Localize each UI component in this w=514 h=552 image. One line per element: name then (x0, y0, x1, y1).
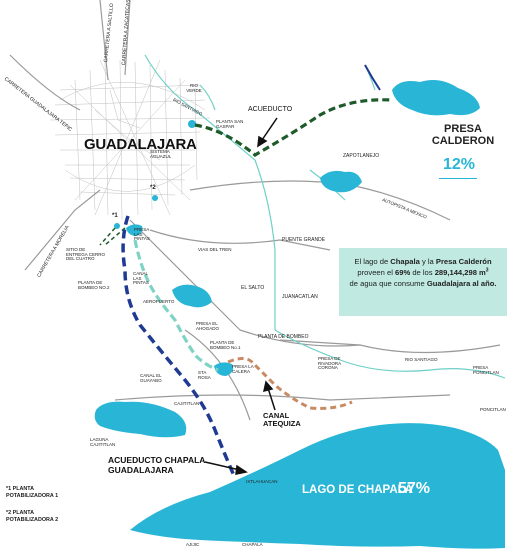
acueducto-calderon (194, 98, 393, 157)
label-puente-grande: PUENTE GRANDE (282, 237, 326, 243)
label-aeropuerto: AEROPUERTO (143, 299, 175, 304)
info-text-3: y la (419, 257, 436, 266)
presa-la-calera-lake (214, 362, 234, 376)
label-rio-verde: RIO VERDE (186, 83, 202, 93)
label-presa-calderon-pct: 12% (443, 156, 476, 173)
highways (9, 0, 501, 421)
label-el-salto: EL SALTO (241, 285, 265, 291)
label-planta-bombeo-1: PLANTA DE BOMBEO No.1 (210, 340, 241, 350)
label-lago-chapala-pct: 57% (398, 480, 431, 497)
info-text-11: Guadalajara al año. (426, 279, 497, 288)
label-canal-el-guayabo: CANAL EL GUAYABO (140, 373, 162, 383)
info-text-4: Presa Calderón (435, 257, 492, 266)
city-street-grid (49, 59, 211, 221)
laguna-cajititlan-lake (94, 401, 187, 438)
label-acueducto-chapala: ACUEDUCTO CHAPALA GUADALAJARA (108, 455, 206, 475)
info-text-8: 289,144,298 m (434, 268, 486, 277)
label-presa-poncitlan: PRESA PONCITLAN (473, 365, 499, 375)
info-text-10: de agua que consume (349, 279, 427, 288)
presa-zapotlanejo-lake (320, 170, 362, 193)
label-canal-atequiza: CANAL ATEQUIZA (263, 411, 301, 429)
canal-las-pintas (133, 239, 219, 372)
calderon-inlet (364, 64, 381, 91)
label-zapotlanejo: ZAPOTLANEJO (343, 153, 380, 159)
label-acueducto: ACUEDUCTO (248, 106, 293, 113)
presa-el-ahogado-lake (172, 284, 212, 308)
label-chapala: CHAPALA (242, 542, 263, 547)
water-bodies (94, 80, 505, 549)
label-sta-rosa: STA ROSA (198, 370, 211, 380)
label-laguna-cajititlan: LAGUNA CAJITITLAN (90, 437, 116, 447)
legend-note-1: *1 PLANTA POTABILIZADORA 1 (6, 486, 59, 500)
label-presa-la-calera: PRESA LA CALERA (232, 364, 254, 374)
presa-las-pintas-lake (126, 224, 143, 236)
label-poncitlan: PONCITLAN (480, 407, 506, 412)
label-lago-chapala: LAGO DE CHAPALA (302, 484, 413, 496)
acueducto-secondary (99, 227, 126, 246)
annotation-arrows (204, 117, 278, 475)
label-presa-las-pintas: PRESA LAS PINTAS (134, 227, 150, 241)
canal-atequiza (227, 357, 353, 410)
label-canal-las-pintas: CANAL LAS PINTAS (133, 271, 149, 285)
info-text-1: El lago de (354, 257, 391, 266)
label-planta-bombeo-2: PLANTA DE BOMBEO NO.2 (78, 280, 110, 290)
presa-calderon-lake (392, 80, 480, 116)
label-rio-santiago-south: RIO SANTIAGO (405, 357, 438, 362)
label-vias-tren: VIAS DEL TREN (198, 247, 232, 252)
legend-note-2: *2 PLANTA POTABILIZADORA 2 (6, 510, 59, 524)
label-guadalajara: GUADALAJARA (84, 136, 197, 153)
info-text-6: 69% (395, 268, 411, 277)
label-marker-2: *2 (150, 185, 156, 191)
calderon-underline (439, 178, 477, 179)
label-sitio-entrega: SITIO DE ENTREGA CERRO DEL CUATRO (66, 247, 106, 261)
lago-chapala-lake (130, 423, 505, 549)
label-ajijic: AJIJIC (186, 542, 200, 547)
acueducto-chapala (121, 215, 237, 479)
info-text-7: de los (410, 268, 435, 277)
label-presa-calderon: PRESA CALDERON (431, 123, 495, 147)
label-presa-derivadora: PRESA DE RIVADORA CORONA (318, 356, 341, 370)
info-text-9: 3 (485, 267, 489, 274)
label-juanacatlan: JUANACATLAN (282, 294, 318, 300)
info-box: El lago de Chapala y la Presa Calderón p… (339, 248, 507, 316)
info-text-2: Chapala (390, 257, 420, 266)
label-sistema-aguazul: SISTEMA AGUAZUL (150, 149, 172, 159)
label-presa-el-ahogado: PRESA EL AHOGADO (196, 321, 220, 331)
planta-potabilizadora-2-marker (152, 195, 158, 201)
label-marker-1: *1 (112, 213, 118, 219)
label-planta-san-gaspar: PLANTA SAN GASPAR (216, 119, 244, 129)
label-planta-bombeo: PLANTA DE BOMBEO (258, 334, 309, 340)
label-cajititlan: CAJITITLAN (174, 401, 200, 406)
planta-potabilizadora-1-marker (114, 223, 120, 229)
info-text-5: proveen el (357, 268, 395, 277)
label-ixtlahuacan: IXTLAHUACAN (246, 479, 278, 484)
planta-san-gaspar-marker (188, 120, 196, 128)
